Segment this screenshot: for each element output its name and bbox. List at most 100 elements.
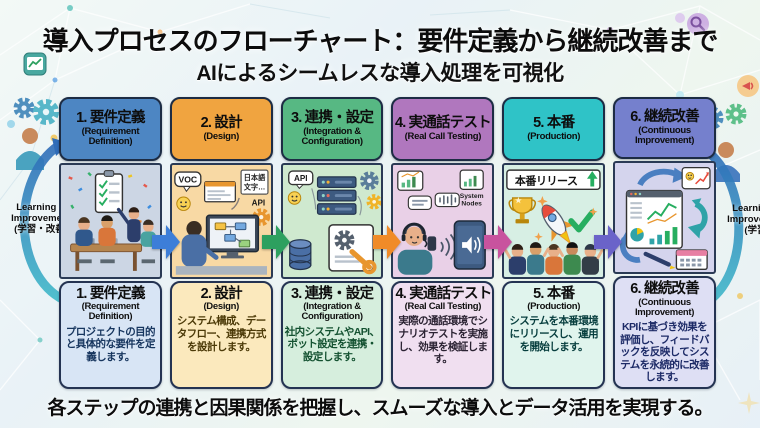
cycle-arrow-top: [637, 167, 689, 187]
wrench-icon: [349, 249, 377, 275]
step-3-panel-title-jp: 3. 連携・設定: [290, 286, 374, 302]
loop-left-en1: Learning &: [16, 202, 66, 213]
learning-loop-right-label: Learning & Improvement (学習): [712, 203, 760, 237]
step-2-header: 2. 設計 (Design): [169, 97, 273, 161]
loop-left-jp: (学習・改善): [14, 223, 68, 235]
gear-icon: [359, 171, 379, 191]
loop-right-en1: Learning &: [732, 203, 760, 214]
step-2-panel-title-jp: 2. 設計: [200, 286, 243, 302]
step-5-panel-title-en: (Production): [527, 301, 581, 313]
page-subtitle: AIによるシームレスな導入処理を可視化: [196, 62, 564, 85]
step-column-integration-configuration: 3. 連携・設定 (Integration & Configuration) A…: [280, 97, 384, 389]
japanese-text-card: 日本語 文字… API: [240, 169, 269, 208]
step-column-requirement-definition: 1. 要件定義 (Requirement Definition): [59, 97, 162, 389]
step-5-title-jp: 5. 本番: [533, 114, 575, 131]
step-3-title-jp: 3. 連携・設定: [290, 109, 374, 126]
system-nodes-line2: Nodes: [462, 201, 483, 208]
step-4-panel-title-en: (Real Call Testing): [404, 301, 482, 313]
step-4-panel-title-jp: 4. 実通話テスト: [395, 286, 492, 302]
smiley-icon: [287, 191, 301, 205]
step-2-title-jp: 2. 設計: [200, 114, 243, 131]
step-3-header: 3. 連携・設定 (Integration & Configuration): [280, 97, 384, 161]
voice-wave-bubble: [435, 192, 461, 208]
integration-scene-icon: API: [287, 170, 382, 275]
design-monitor: [205, 214, 259, 259]
kpi-dashboard: [625, 190, 684, 250]
step-1-title-en: (Requirement Definition): [81, 125, 140, 147]
checkmark-icon: [568, 209, 596, 233]
step-6-header: 6. 継続改善 (Continuous Improvement): [613, 97, 716, 160]
jp-card-line2: 文字…: [243, 182, 266, 191]
step-3-panel-title-en: (Integration & Configuration): [301, 301, 363, 323]
meeting-scene-icon: [68, 170, 156, 271]
chart-bubble: [397, 170, 424, 191]
step-6-title-jp: 6. 継続改善: [630, 108, 699, 125]
wifi-waves: [440, 233, 457, 260]
phone-chart-bubble: System Nodes: [460, 169, 485, 208]
step-6-title-en: (Continuous Improvement): [634, 124, 695, 147]
step-5-title-en: (Production): [527, 130, 581, 142]
step-1-panel-title-jp: 1. 要件定義: [76, 286, 145, 302]
speaker-phone: [454, 220, 487, 270]
step-3-title-en: (Integration & Configuration): [301, 125, 363, 147]
api-bubble: API: [287, 170, 314, 190]
rocket-icon: [541, 204, 576, 245]
release-label: 本番リリース: [515, 174, 578, 188]
step-1-title-jp: 1. 要件定義: [76, 109, 145, 126]
step-4-title-jp: 4. 実通話テスト: [394, 114, 492, 131]
process-flow: 1. 要件定義 (Requirement Definition): [59, 97, 716, 389]
api-label: API: [294, 174, 308, 183]
step-2-title-en: (Design): [203, 130, 240, 142]
step-2-panel-title-en: (Design): [203, 301, 240, 313]
designer-person: [181, 221, 219, 268]
step-column-real-call-testing: 4. 実通話テスト (Real Call Testing): [391, 97, 495, 389]
loop-right-jp: (学習): [744, 224, 760, 236]
database-cylinder: [288, 239, 312, 271]
design-scene-icon: VOC 日本語 文字…: [174, 169, 270, 275]
up-arrow-icon: [587, 171, 598, 187]
voc-bubble: VOC: [174, 171, 202, 193]
loop-left-en2: Improvement: [11, 212, 71, 224]
presenter: [116, 207, 141, 243]
flow-arrow-3-4: [373, 225, 401, 259]
step-column-design: 2. 設計 (Design) VOC: [169, 97, 273, 389]
loop-right-en2: Improvement: [727, 213, 760, 225]
celebrating-team: [504, 242, 604, 275]
step-6-illustration-improvement: [613, 161, 716, 275]
gears-robot-left-icon: [7, 97, 59, 170]
step-5-header: 5. 本番 (Production): [502, 97, 606, 161]
step-2-summary-panel: 2. 設計 (Design) システム構成、データフロー、連携方式を設計します。: [169, 281, 273, 389]
api-label: API: [251, 199, 265, 208]
pen-icon: [643, 252, 676, 270]
step-3-illustration-integration: API: [280, 163, 384, 279]
step-4-illustration-call-test: System Nodes: [391, 163, 495, 279]
sparkles: [534, 196, 598, 241]
feedback-bubble: [681, 167, 711, 190]
step-4-header: 4. 実通話テスト (Real Call Testing): [391, 97, 495, 161]
flow-arrow-1-2: [152, 225, 180, 259]
release-banner: 本番リリース: [506, 169, 601, 191]
step-6-summary-panel: 6. 継続改善 (Continuous Improvement) KPIに基づき…: [613, 276, 716, 389]
jp-card-line1: 日本語: [244, 173, 266, 182]
bottom-caption: 各ステップの連携と因果関係を把握し、スムーズな導入とデータ活用を実現する。: [47, 398, 713, 419]
smiley-icon: [176, 196, 191, 211]
step-2-illustration-design: VOC 日本語 文字…: [169, 163, 273, 279]
system-nodes-line1: System: [460, 193, 484, 200]
step-5-panel-title-jp: 5. 本番: [533, 286, 575, 302]
step-1-illustration-meeting: [59, 163, 162, 279]
step-4-title-en: (Real Call Testing): [404, 130, 482, 142]
step-3-summary-panel: 3. 連携・設定 (Integration & Configuration) 社…: [280, 281, 384, 389]
step-3-description: 社内システムやAPI、ボット設定を連携・設定します。: [284, 325, 380, 363]
step-1-panel-title-en: (Requirement Definition): [81, 301, 140, 323]
settings-tablet: [327, 224, 377, 275]
call-test-scene-icon: System Nodes: [397, 169, 487, 275]
step-1-description: プロジェクトの目的と具体的な要件を定義します。: [65, 325, 156, 363]
step-5-description: システムを本番環境にリリースし、運用を開始します。: [509, 315, 599, 353]
step-6-description: KPIに基づき効果を評価し、フィードバックを反映してシステムを永続的に改善します…: [620, 321, 709, 384]
step-1-summary-panel: 1. 要件定義 (Requirement Definition) プロジェクトの…: [59, 281, 162, 389]
step-1-header: 1. 要件定義 (Requirement Definition): [59, 97, 162, 161]
flow-arrow-2-3: [262, 225, 290, 259]
step-column-production: 5. 本番 (Production) 本番リリース: [502, 97, 606, 389]
step-5-illustration-launch: 本番リリース: [502, 163, 606, 279]
